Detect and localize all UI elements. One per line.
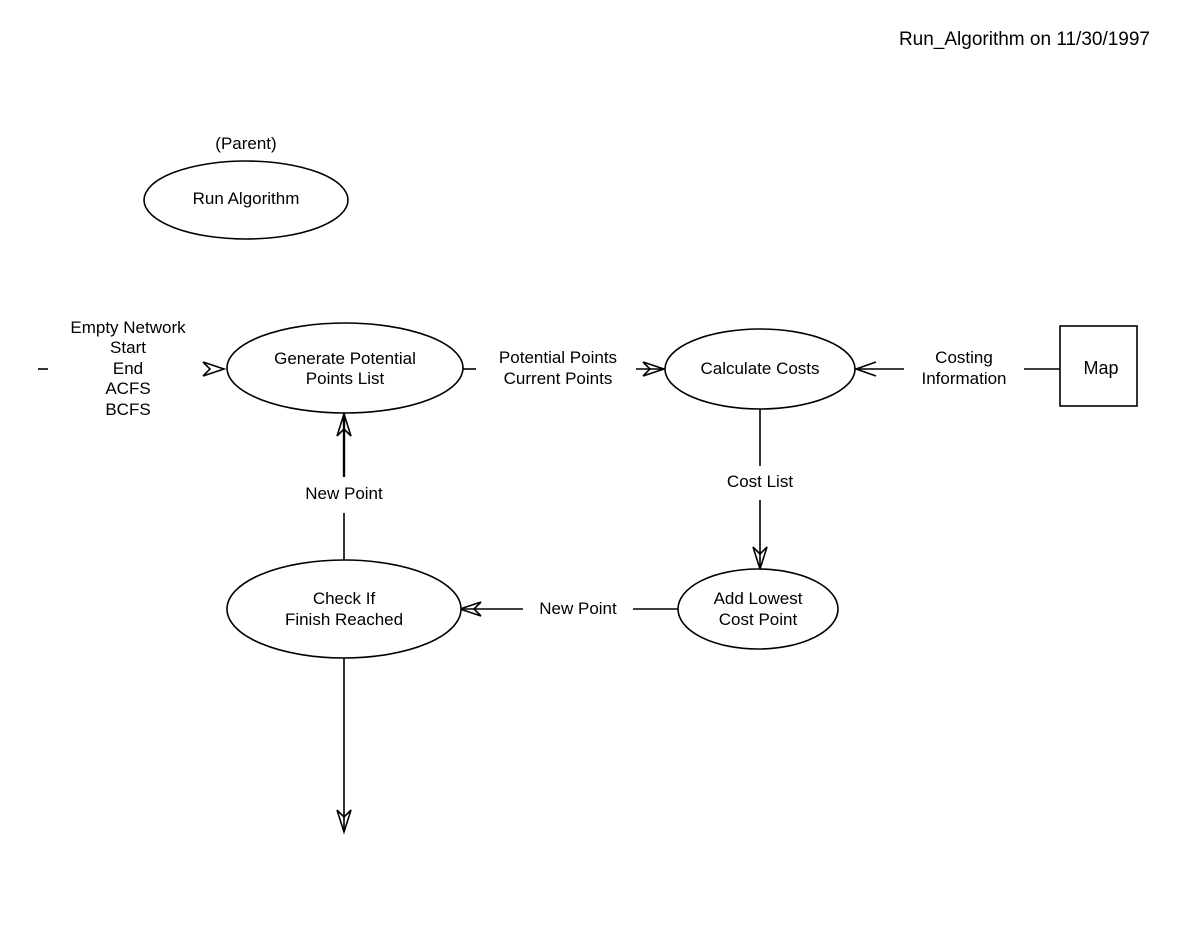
flow-arrowhead-into-add-lowest [752,546,768,572]
add-lowest-label-line1: Add Lowest [714,589,803,608]
parent-process-bubble[interactable] [143,160,349,240]
diagram-title: Run_Algorithm on 11/30/1997 [899,29,1150,50]
flow-label-current-points: Current Points [504,369,613,388]
generate-points-label-line2: Points List [306,369,385,388]
add-lowest-label-line2: Cost Point [719,610,798,629]
flow-label-new-point-up: New Point [305,484,383,503]
input-label-end: End [113,359,143,378]
flow-arrowhead-exit [336,809,352,835]
flow-arrowhead-into-generate-bottom [336,411,352,437]
map-entity-label: Map [1083,358,1118,378]
flow-label-potential-points: Potential Points [499,348,617,367]
input-label-start: Start [110,338,146,357]
input-label-bcfs: BCFS [105,400,150,419]
flow-label-new-point-left: New Point [539,599,617,618]
input-flow-labels: Empty Network Start End ACFS BCFS [70,318,186,419]
check-finish-label-line2: Finish Reached [285,610,403,629]
flow-arrowhead-into-calculate-right [853,361,877,377]
input-label-empty-network: Empty Network [70,318,186,337]
input-label-acfs: ACFS [105,379,150,398]
flow-arrowhead-into-check [457,601,482,617]
check-finish-label-line1: Check If [313,589,376,608]
flow-label-information: Information [921,369,1006,388]
flow-arrowhead-into-calculate [642,361,667,377]
generate-points-process[interactable] [226,322,464,414]
parent-process-label: Run Algorithm [193,189,300,208]
generate-points-label-line1: Generate Potential [274,349,416,368]
parent-caption: (Parent) [215,134,276,153]
input-arrowhead [202,361,227,377]
add-lowest-cost-process[interactable] [677,568,839,650]
map-external-entity[interactable] [1059,325,1138,407]
flow-label-cost-list: Cost List [727,472,793,491]
check-finish-process[interactable] [226,559,462,659]
calculate-costs-label: Calculate Costs [700,359,819,378]
flow-label-costing: Costing [935,348,993,367]
